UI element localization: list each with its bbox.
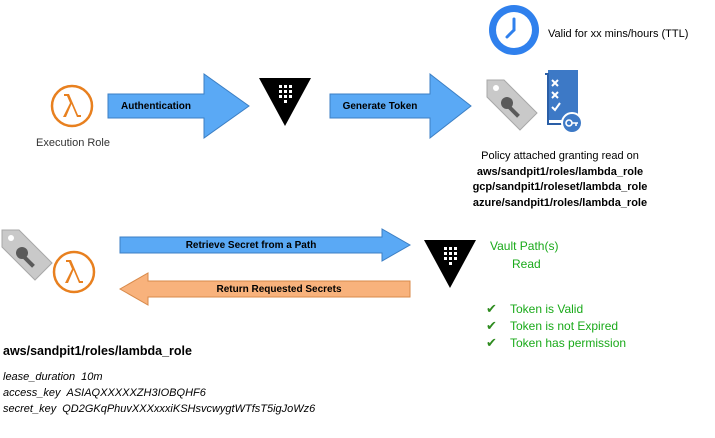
field-lease-duration: lease_duration 10m (3, 369, 315, 385)
checkmark-icon: ✔ (486, 317, 497, 333)
vault-icon (259, 78, 311, 133)
policy-path-aws: aws/sandpit1/roles/lambda_role (476, 165, 644, 178)
field-key: secret_key (3, 403, 57, 415)
field-value: 10m (81, 371, 103, 383)
policy-description: Policy attached granting read on aws/san… (450, 149, 670, 211)
check-label: Token has permission (510, 335, 627, 350)
authentication-label: Authentication (121, 100, 191, 112)
tag-icon (486, 78, 539, 135)
generate-token-label: Generate Token (342, 100, 418, 112)
policy-path-gcp: gcp/sandpit1/roleset/lambda_role (472, 181, 648, 193)
field-key: access_key (3, 387, 61, 399)
check-label: Token is Valid (510, 301, 584, 316)
field-value: QD2GKqPhuvXXXxxxiKSHsvcwygtWTfsT5igJoWz6 (62, 403, 316, 415)
vault-path-permission: Read (512, 257, 541, 271)
vault-icon (424, 240, 476, 295)
field-value: ASIAQXXXXXZH3IOBQHF6 (66, 387, 206, 399)
check-item: ✔ Token has permission (486, 334, 626, 351)
return-secrets-arrow: Return Requested Secrets (118, 272, 412, 311)
check-label: Token is not Expired (510, 318, 619, 333)
authentication-arrow: Authentication (107, 72, 251, 145)
check-item: ✔ Token is not Expired (486, 317, 626, 334)
policy-path-azure: azure/sandpit1/roles/lambda_role (472, 196, 648, 209)
ttl-label: Valid for xx mins/hours (TTL) (548, 28, 689, 40)
generate-token-arrow: Generate Token (329, 72, 473, 145)
secret-fields: lease_duration 10m access_key ASIAQXXXXXZH… (3, 369, 315, 417)
lambda-icon (52, 250, 96, 299)
vault-path-title: Vault Path(s) (490, 239, 559, 253)
policy-document-icon (540, 68, 586, 143)
secret-path-heading: aws/sandpit1/roles/lambda_role (3, 344, 192, 358)
retrieve-secret-label: Retrieve Secret from a Path (185, 239, 317, 251)
return-secrets-label: Return Requested Secrets (216, 283, 342, 295)
checkmark-icon: ✔ (486, 300, 497, 316)
field-access-key: access_key ASIAQXXXXXZH3IOBQHF6 (3, 385, 315, 401)
execution-role-label: Execution Role (36, 137, 110, 149)
field-secret-key: secret_key QD2GKqPhuvXXXxxxiKSHsvcwygtWTf… (3, 401, 315, 417)
tag-icon (1, 228, 54, 285)
checkmark-icon: ✔ (486, 334, 497, 350)
policy-intro: Policy attached granting read on (481, 150, 639, 162)
field-key: lease_duration (3, 371, 76, 383)
token-checklist: ✔ Token is Valid ✔ Token is not Expired … (486, 300, 626, 351)
retrieve-secret-arrow: Retrieve Secret from a Path (119, 228, 412, 267)
vault-path-info: Vault Path(s) Read (490, 237, 558, 273)
check-item: ✔ Token is Valid (486, 300, 626, 317)
clock-icon (488, 4, 540, 61)
lambda-icon (50, 84, 94, 133)
